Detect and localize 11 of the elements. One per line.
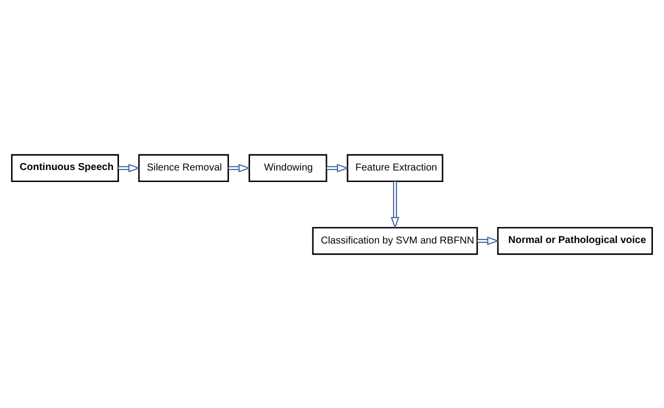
node-box: Classification by SVM and RBFNN — [312, 226, 478, 254]
node-box: Feature Extraction — [346, 154, 444, 182]
node-box: Windowing — [248, 154, 328, 182]
node-box: Silence Removal — [138, 154, 229, 182]
arrow — [390, 181, 400, 229]
node-box: Normal or Pathological voice — [497, 226, 653, 254]
arrow — [228, 163, 251, 172]
node-box: Continuous Speech — [11, 154, 119, 182]
arrow — [477, 236, 500, 245]
arrow — [118, 163, 141, 172]
arrow — [326, 163, 350, 172]
